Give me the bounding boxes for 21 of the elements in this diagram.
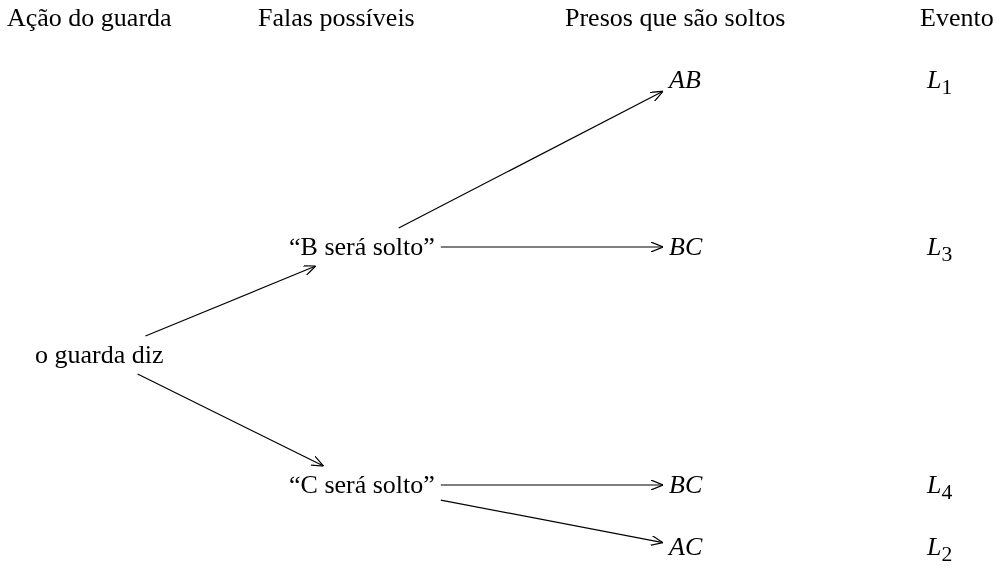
column-header: Falas possíveis	[257, 3, 416, 33]
arrow	[144, 265, 317, 337]
arrow	[137, 373, 325, 467]
arrow	[398, 90, 664, 229]
event-label: L$_{2}$	[925, 532, 954, 569]
event-label: L$_{1}$	[925, 65, 954, 102]
arrow	[440, 241, 664, 253]
event-label: L$_{4}$	[925, 470, 954, 507]
node-label: BC	[667, 232, 705, 262]
node-label: “C será solto”	[287, 470, 437, 500]
column-header: Ação do guarda	[6, 3, 173, 33]
node-label: AB	[667, 65, 703, 95]
node-label: o guarda diz	[33, 340, 166, 370]
arrow	[440, 499, 664, 546]
node-label: AC	[667, 532, 705, 562]
arrow	[440, 479, 664, 491]
column-header: Presos que são soltos	[564, 3, 787, 33]
column-header: Evento	[919, 3, 995, 33]
node-label: BC	[667, 470, 705, 500]
node-label: “B será solto”	[287, 232, 437, 262]
event-label: L$_{3}$	[925, 232, 954, 269]
